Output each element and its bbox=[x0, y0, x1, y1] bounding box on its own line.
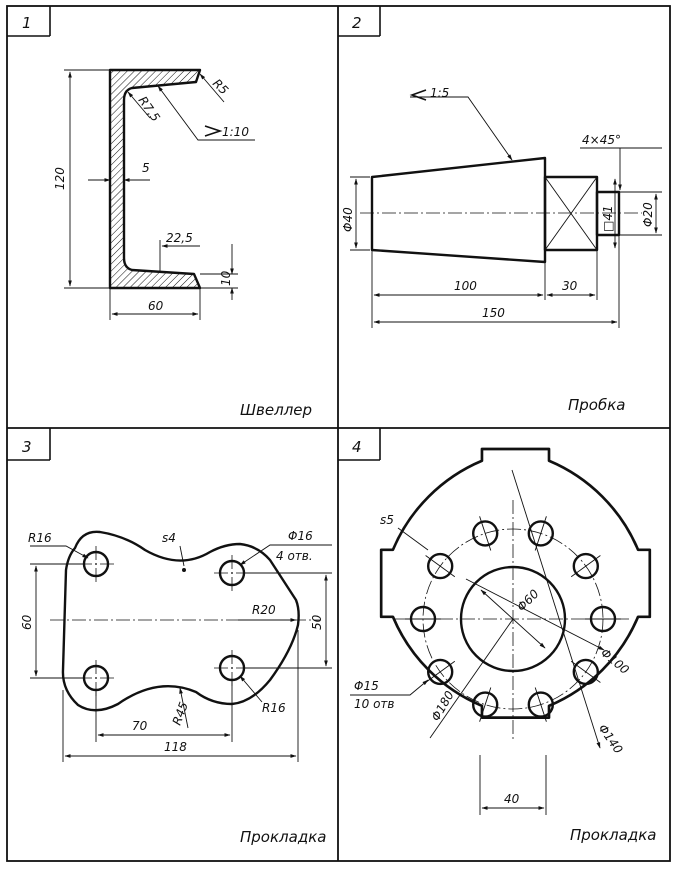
hole-2 bbox=[572, 658, 599, 686]
dim-dia-outer: Φ140 bbox=[596, 722, 626, 757]
dim-radius-tip: R5 bbox=[210, 76, 231, 97]
hole-3 bbox=[527, 691, 554, 718]
hole-axis-4 bbox=[479, 687, 492, 722]
dim-holes-4: Φ15 bbox=[354, 679, 379, 693]
dim-radius-inner: R7,5 bbox=[136, 94, 163, 124]
dim-len-square: 30 bbox=[562, 279, 578, 293]
dim-r-bottom: R16 bbox=[262, 701, 286, 715]
hole-5 bbox=[427, 658, 454, 686]
dim-r-corner: R16 bbox=[28, 531, 52, 545]
hole-4 bbox=[472, 691, 499, 718]
gasket-plate bbox=[61, 530, 300, 712]
dim-height-left: 60 bbox=[20, 614, 34, 630]
panel-4-number: 4 bbox=[352, 438, 362, 456]
flange-gasket bbox=[379, 447, 652, 719]
panel-4-caption: Прокладка bbox=[570, 826, 656, 844]
panel-1-caption: Швеллер bbox=[240, 401, 312, 419]
dim-thickness-4: s5 bbox=[380, 513, 394, 527]
dim-dia-center: Φ60 bbox=[514, 586, 542, 614]
dim-square: □41 bbox=[601, 205, 615, 232]
dim-flange-width: 60 bbox=[148, 299, 164, 313]
dim-taper: 1:5 bbox=[430, 86, 449, 100]
dim-spacing: 70 bbox=[132, 719, 148, 733]
dim-height: 120 bbox=[53, 167, 67, 190]
gasket-dimensions: s4 R16 Φ16 4 отв. R20 60 50 R16 R45 70 bbox=[20, 529, 332, 762]
dim-r-arc: R45 bbox=[170, 700, 191, 727]
dim-r-right: R20 bbox=[252, 603, 276, 617]
dim-web: 5 bbox=[142, 161, 150, 175]
dim-lug-width: 40 bbox=[504, 792, 520, 806]
hole-9 bbox=[527, 520, 554, 547]
hole-axis-2 bbox=[570, 660, 601, 683]
dim-len-taper: 100 bbox=[454, 279, 477, 293]
dim-width: 118 bbox=[164, 740, 187, 754]
dim-slope: 1:10 bbox=[222, 125, 249, 139]
sheet-frame bbox=[6, 5, 671, 862]
dim-dia-small: Φ20 bbox=[641, 202, 655, 227]
hole-axis-8 bbox=[479, 516, 492, 551]
dim-holes: Φ16 bbox=[288, 529, 313, 543]
dim-offset: 22,5 bbox=[166, 231, 193, 245]
flange-holes bbox=[405, 516, 621, 722]
hole-axis-9 bbox=[534, 516, 547, 551]
hole-axis-7 bbox=[425, 555, 456, 578]
dim-holes-count: 4 отв. bbox=[276, 549, 313, 563]
dim-height-right: 50 bbox=[310, 614, 324, 630]
dim-dia-mid: Φ100 bbox=[598, 646, 632, 678]
hole-axis-5 bbox=[425, 660, 456, 683]
panel-2-caption: Пробка bbox=[568, 396, 625, 414]
channel-section bbox=[108, 68, 202, 290]
panel-3-caption: Прокладка bbox=[240, 828, 326, 846]
panel-3-number: 3 bbox=[22, 438, 32, 456]
plug-body bbox=[360, 156, 642, 264]
hole-10 bbox=[572, 552, 599, 580]
hole-8 bbox=[472, 520, 499, 547]
plug-dimensions: 1:5 4×45° Φ40 □41 Φ20 100 30 150 bbox=[341, 86, 662, 328]
dim-dia-large: Φ40 bbox=[341, 207, 355, 232]
dim-flange-thickness: 10 bbox=[219, 270, 233, 286]
hole-7 bbox=[427, 552, 454, 580]
channel-dimensions: 120 5 60 22,5 10 R5 R7,5 1:10 bbox=[53, 69, 255, 320]
panel-2-number: 2 bbox=[352, 14, 362, 32]
panel-1-number: 1 bbox=[22, 14, 32, 32]
dim-chamfer: 4×45° bbox=[582, 133, 621, 147]
dim-thickness: s4 bbox=[162, 531, 176, 545]
hole-axis-10 bbox=[570, 555, 601, 578]
dim-len-total: 150 bbox=[482, 306, 505, 320]
dim-holes-count-4: 10 отв bbox=[354, 697, 395, 711]
hole-axis-3 bbox=[534, 687, 547, 722]
